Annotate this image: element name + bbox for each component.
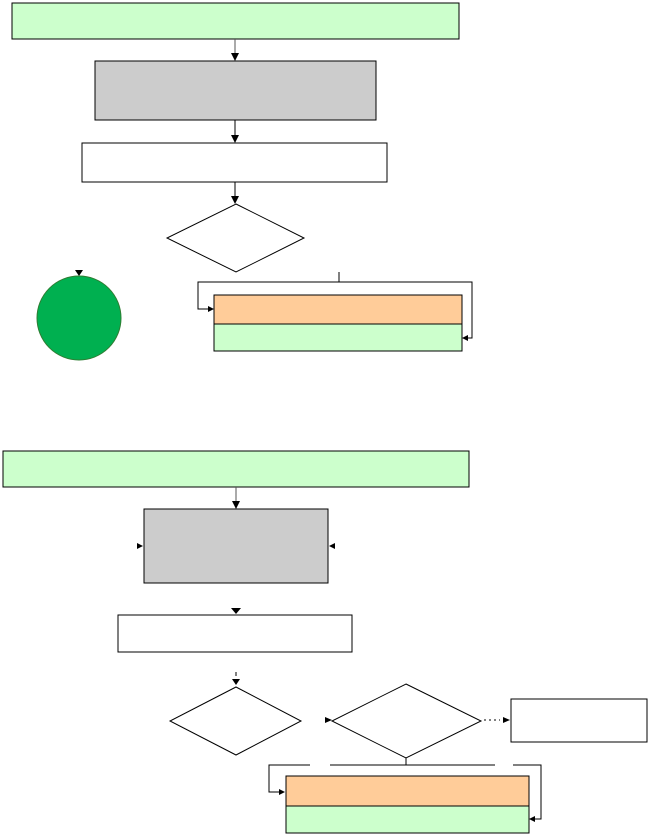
loop-connector-right — [513, 764, 542, 822]
bottom-decision-left — [168, 686, 303, 756]
loop-connector-left — [197, 272, 340, 312]
bottom-side-box — [510, 698, 648, 743]
flowchart-top — [11, 2, 473, 361]
top-decision — [165, 203, 306, 273]
top-green-bar — [213, 323, 463, 352]
loop-connector-left — [268, 764, 310, 795]
arrowhead-down-icon — [75, 270, 83, 276]
arrowhead-down-icon — [231, 608, 241, 614]
bottom-green-bar — [285, 805, 530, 834]
top-orange-bar — [213, 294, 463, 325]
bottom-gray-box — [143, 508, 329, 584]
bottom-orange-bar — [285, 775, 530, 807]
bottom-decision-right — [330, 683, 483, 759]
bottom-green-box — [2, 450, 470, 488]
flowchart-bottom — [2, 450, 648, 834]
top-white-box — [81, 142, 388, 183]
arrowhead-right-icon — [325, 717, 332, 723]
arrowhead-down-icon — [232, 679, 240, 685]
loop-connector-right — [339, 281, 473, 341]
green-circle — [36, 275, 122, 361]
arrowhead-left-icon — [329, 543, 335, 549]
arrowhead-right-icon — [503, 717, 510, 723]
top-green-box — [11, 2, 460, 40]
arrowhead-right-icon — [137, 543, 143, 549]
bottom-white-box — [117, 614, 353, 653]
top-gray-box — [94, 60, 377, 121]
